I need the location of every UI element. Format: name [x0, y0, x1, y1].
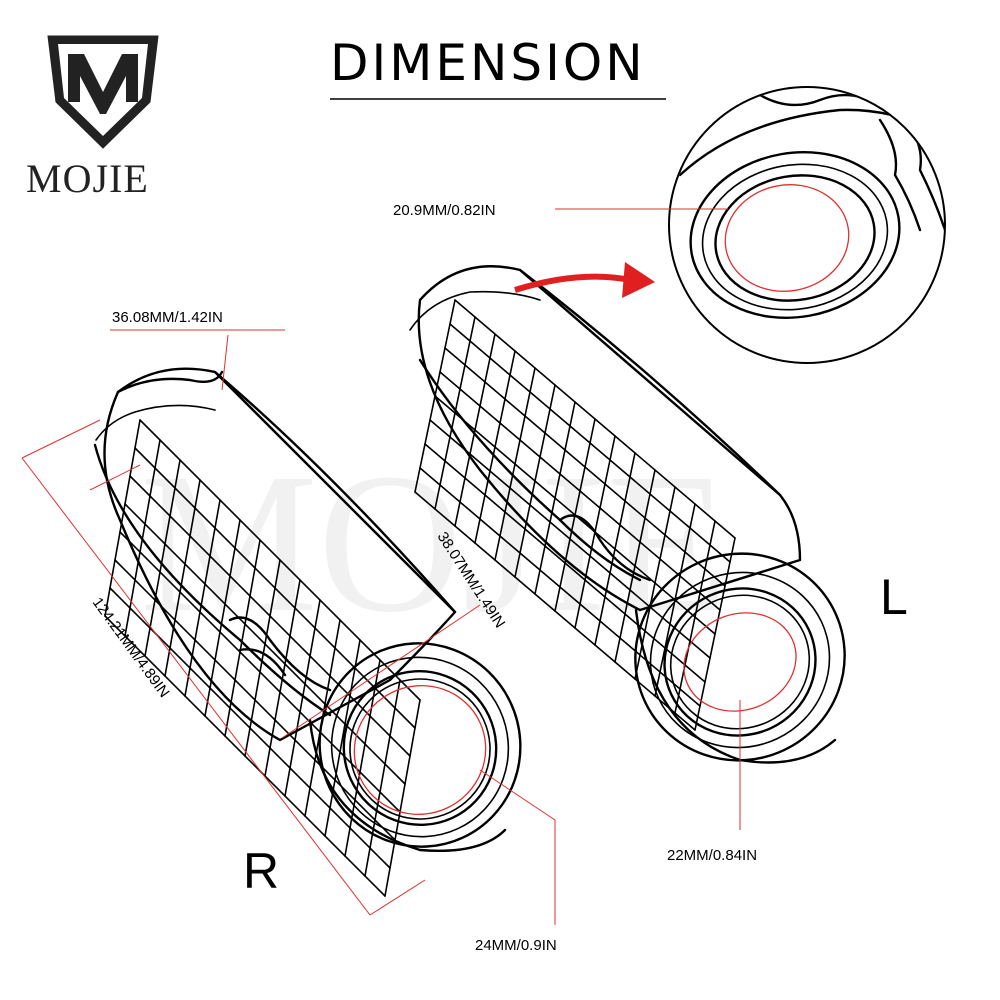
dim-inner-left: 22MM/0.84IN [667, 847, 757, 864]
dim-inner-right: 24MM/0.9IN [475, 937, 557, 954]
detail-inner-bore [724, 184, 850, 292]
dimension-lines [21, 208, 741, 925]
brand-name: MOJIE [26, 156, 149, 201]
brand-logo: MOJIE [26, 35, 159, 201]
left-inner-bore [683, 612, 797, 712]
left-grip-drawing [409, 265, 846, 764]
right-grip-drawing [93, 367, 522, 897]
left-grip-label: L [880, 569, 908, 625]
right-grip-label: R [243, 843, 279, 899]
right-inner-bore [353, 684, 487, 816]
page-title: DIMENSION [330, 34, 646, 92]
detail-magnifier [668, 86, 946, 364]
dim-top-end-outer: 36.08MM/1.42IN [112, 309, 223, 326]
detail-arrow-icon [514, 262, 655, 298]
dim-inner-top-detail: 20.9MM/0.82IN [393, 202, 496, 219]
